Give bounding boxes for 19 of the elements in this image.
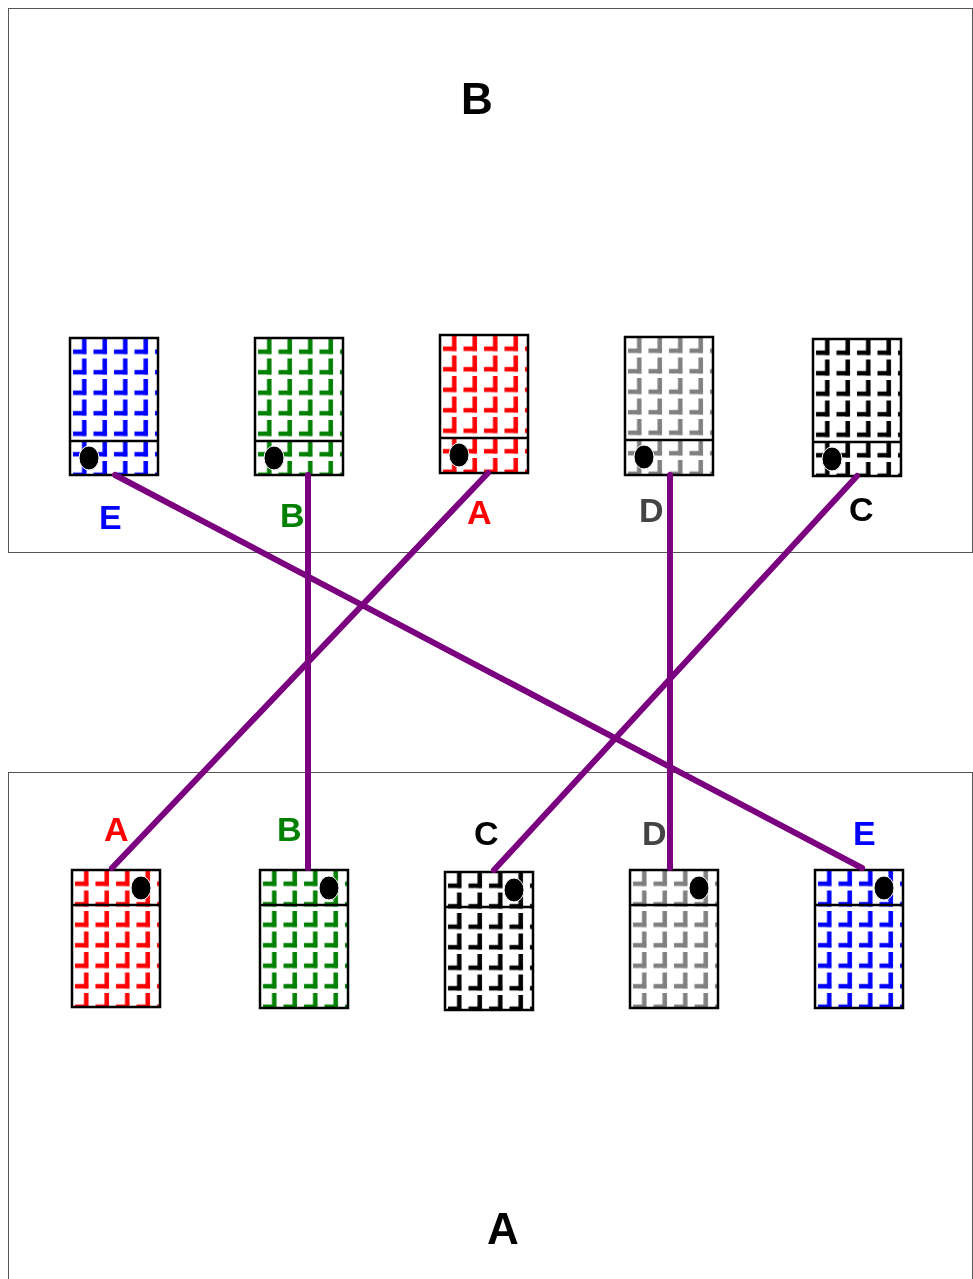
panel [8, 8, 973, 553]
card-letter: A [467, 495, 492, 529]
panel-title: A [487, 1207, 519, 1251]
card-letter: D [639, 493, 664, 527]
panel [8, 772, 973, 1279]
card-letter: C [849, 492, 874, 526]
connector-line [667, 472, 673, 871]
connector-line [305, 472, 311, 871]
connector-line [491, 473, 860, 873]
connector-line [109, 470, 491, 871]
card-letter: D [642, 816, 667, 850]
connector-line [112, 472, 865, 871]
card-letter: E [853, 816, 876, 850]
panel-title: B [461, 77, 493, 121]
card-letter: C [474, 816, 499, 850]
card-letter: A [104, 812, 129, 846]
card-letter: B [277, 812, 302, 846]
card-letter: E [99, 500, 122, 534]
card-letter: B [280, 498, 305, 532]
